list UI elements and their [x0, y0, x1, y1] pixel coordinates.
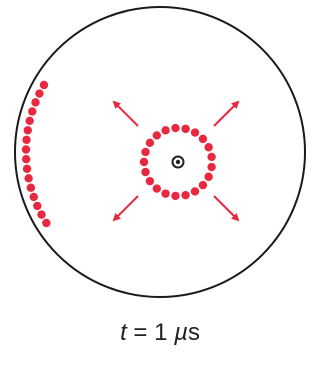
- edge-particle: [37, 210, 45, 218]
- edge-particle: [27, 184, 35, 192]
- ring-particle: [181, 125, 189, 133]
- ring-particle: [207, 163, 215, 171]
- ring-particle: [146, 139, 154, 147]
- arrow-upper-left: [114, 102, 138, 126]
- ring-particle: [171, 124, 179, 132]
- edge-particle: [28, 107, 36, 115]
- ring-particle: [191, 128, 199, 136]
- ring-particle: [199, 181, 207, 189]
- edge-particle: [25, 117, 33, 125]
- time-caption: t = 1 µs: [0, 318, 320, 348]
- ring-particle: [191, 187, 199, 195]
- center-source: [173, 157, 184, 168]
- edge-particle: [22, 155, 30, 163]
- ring-particle: [161, 126, 169, 134]
- unit-suffix: s: [188, 319, 200, 346]
- time-variable: t: [120, 319, 127, 346]
- arrow-lower-left: [114, 196, 138, 220]
- edge-particle: [23, 165, 31, 173]
- ring-particle: [171, 192, 179, 200]
- arrow-lower-right: [214, 196, 238, 220]
- ring-particle: [153, 184, 161, 192]
- arrow-upper-right: [214, 102, 238, 126]
- boundary-circle: [15, 7, 305, 297]
- edge-particle: [31, 98, 39, 106]
- edge-particle: [30, 193, 38, 201]
- ring-particle: [140, 158, 148, 166]
- edge-particle: [35, 89, 43, 97]
- ring-particle: [207, 153, 215, 161]
- edge-particle: [24, 174, 32, 182]
- ring-particle: [181, 191, 189, 199]
- ring-particle: [199, 135, 207, 143]
- ring-particle: [141, 168, 149, 176]
- edge-particle: [40, 81, 48, 89]
- center-source-dot: [176, 160, 180, 164]
- ring-particle: [153, 131, 161, 139]
- edge-particle: [24, 126, 32, 134]
- edge-particle: [33, 202, 41, 210]
- ring-particle: [146, 177, 154, 185]
- edge-particle: [22, 136, 30, 144]
- ring-particle: [204, 143, 212, 151]
- edge-particle: [22, 145, 30, 153]
- ring-particle: [204, 173, 212, 181]
- unit-symbol: µ: [174, 319, 188, 346]
- edge-particle: [42, 219, 50, 227]
- ring-particle: [161, 189, 169, 197]
- ring-particle: [141, 148, 149, 156]
- time-equals: = 1: [127, 319, 174, 346]
